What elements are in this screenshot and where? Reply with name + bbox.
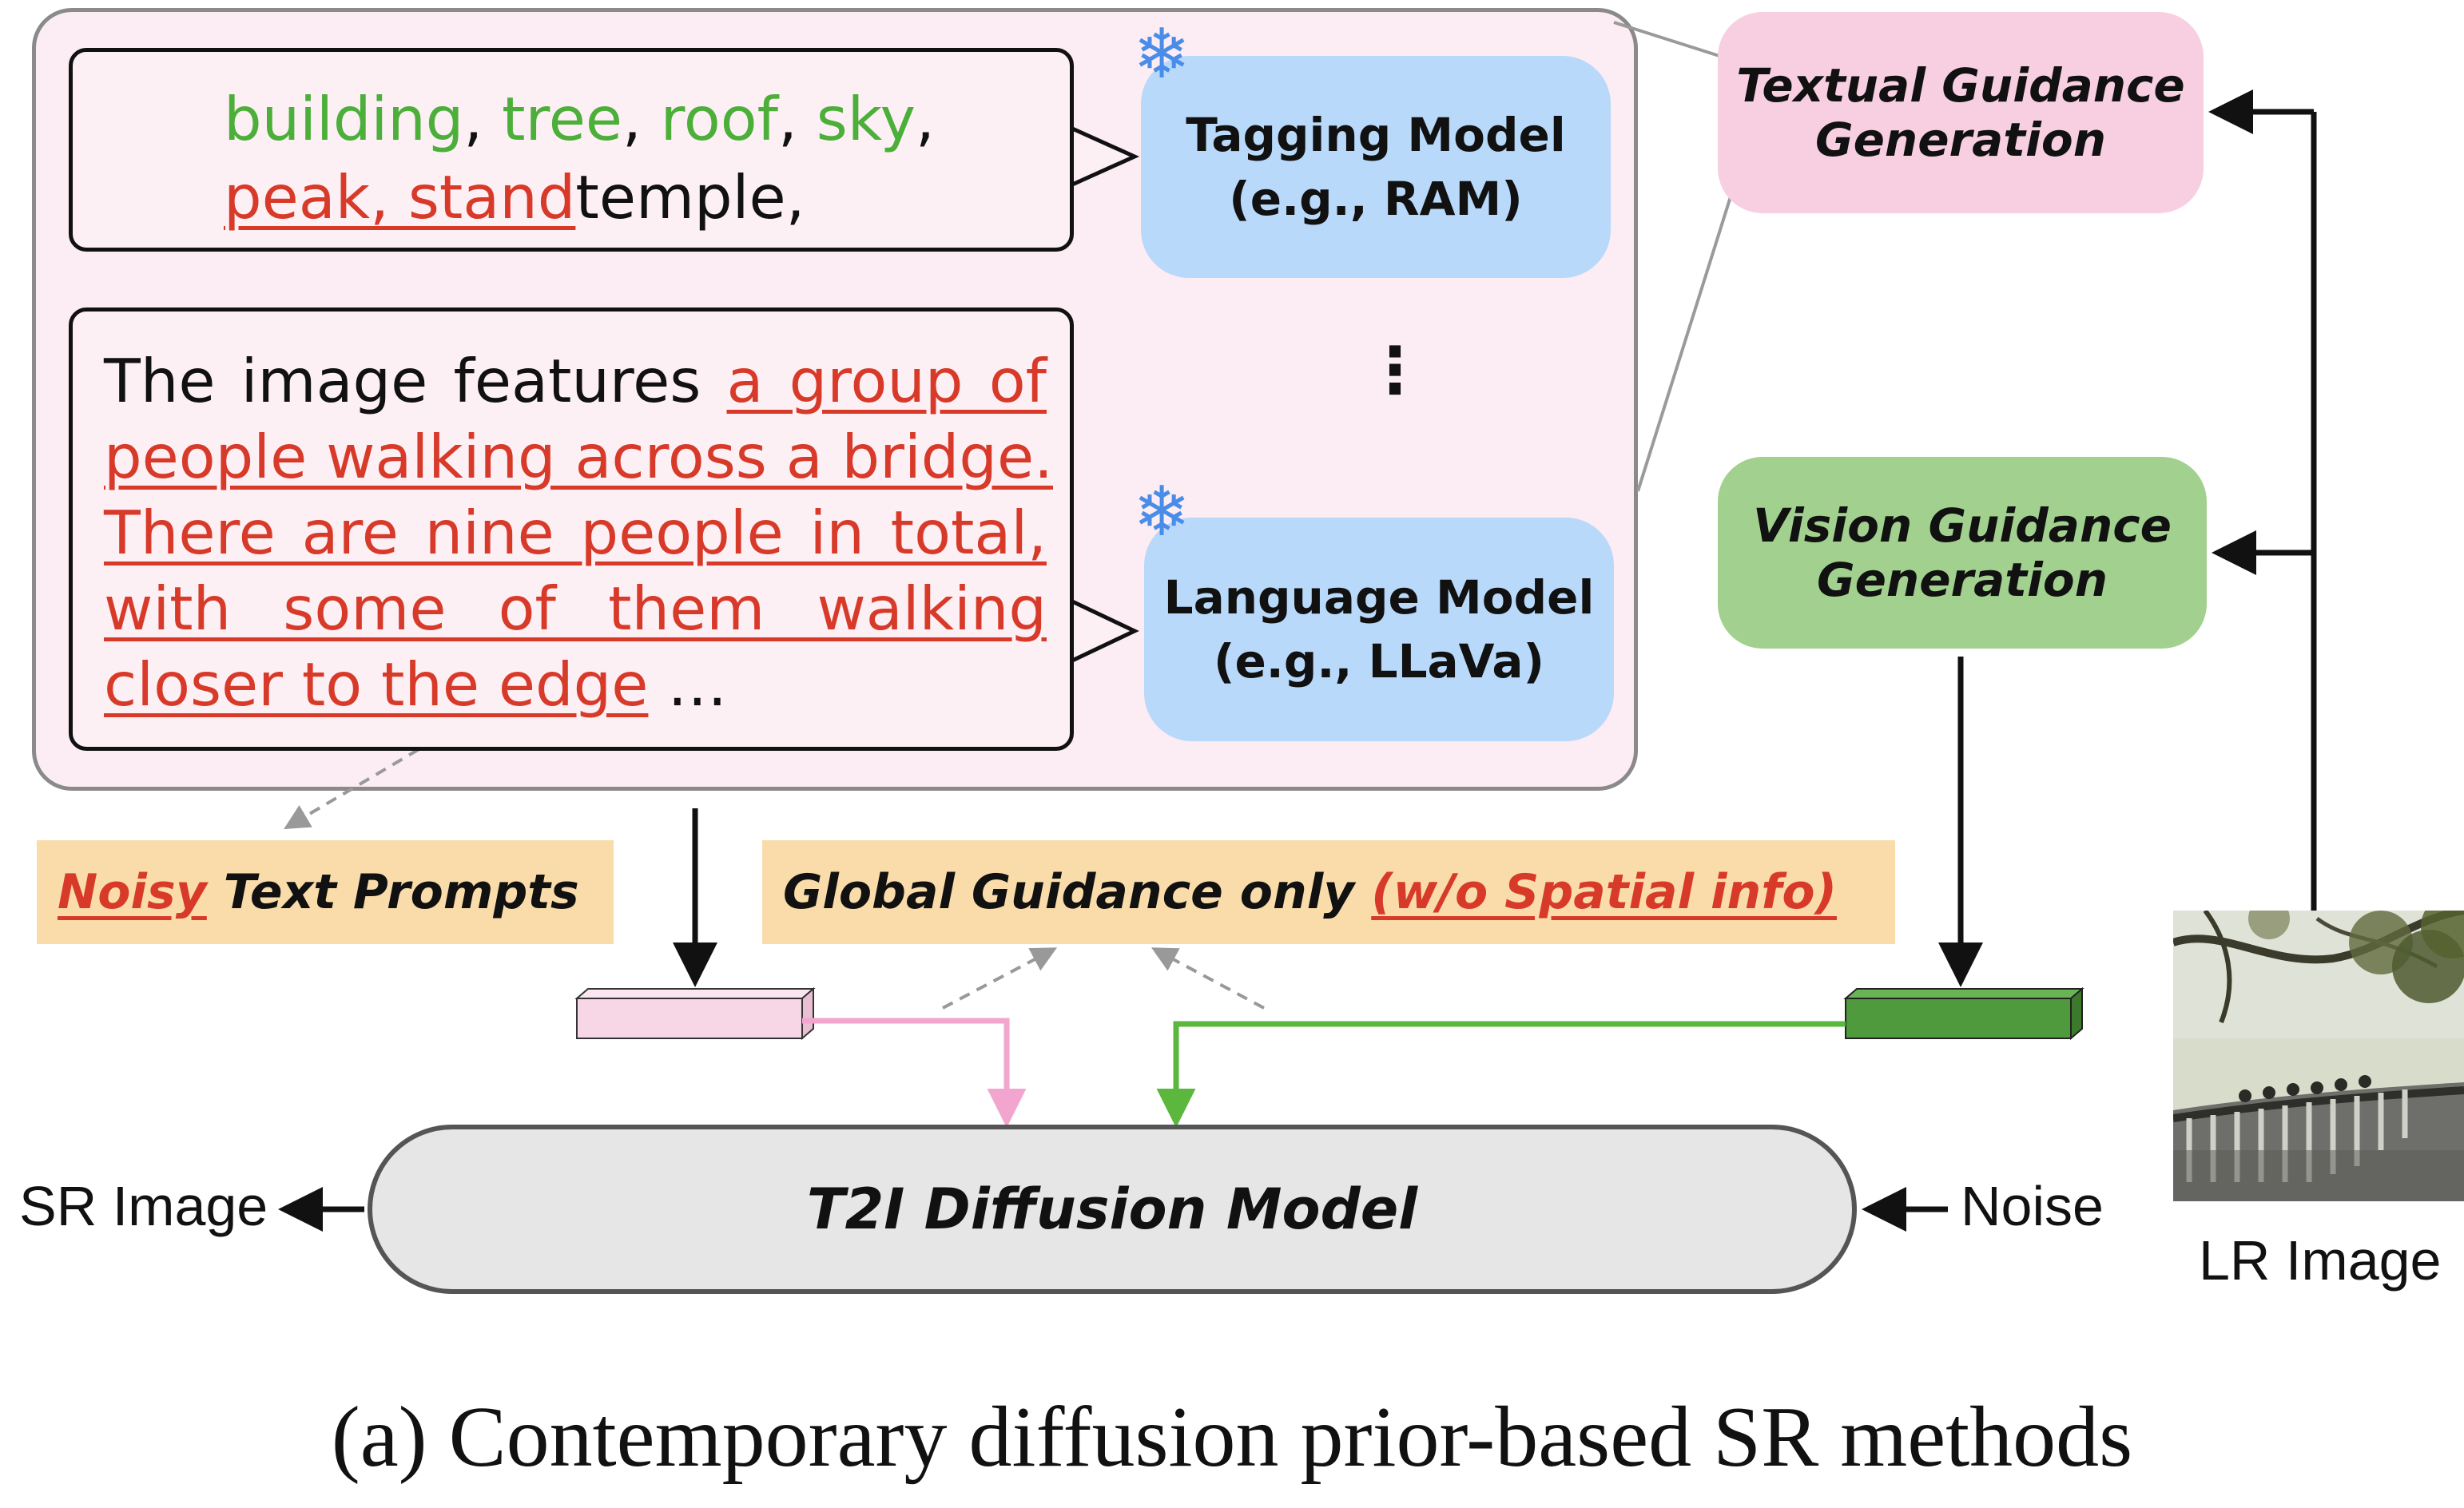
- figure-caption: (a) Contemporary diffusion prior-based S…: [331, 1390, 2133, 1485]
- tag-green-3: roof: [660, 84, 779, 154]
- caption-red-3: There are nine people in total,: [104, 498, 1047, 568]
- vision-guidance-line2: Generation: [1816, 553, 2108, 607]
- caption-ellipsis: …: [648, 649, 728, 720]
- tag-green-4: sky: [816, 84, 916, 154]
- global-red: (w/o Spatial info): [1371, 864, 1838, 920]
- caption-bubble-pointer: [1069, 598, 1139, 664]
- zoom-line-bottom: [1636, 191, 1734, 492]
- lr-image-art: [2173, 911, 2464, 1201]
- snowflake-icon: ❄: [1133, 14, 1191, 94]
- tag-red: peak, stand: [224, 162, 576, 232]
- llm-caption-text: The image features a group of people wal…: [104, 343, 1053, 723]
- caption-bubble: [69, 308, 1074, 751]
- tag-black: temple,: [575, 162, 805, 232]
- zoom-line-top: [1613, 21, 1720, 58]
- tagging-model-box: Tagging Model (e.g., RAM): [1141, 56, 1611, 278]
- sr-image-label: SR Image: [19, 1175, 268, 1237]
- vision-guidance-box: Vision Guidance Generation: [1718, 457, 2207, 649]
- tags-text: building, tree, roof, sky, peak, standte…: [224, 84, 935, 232]
- diffusion-model-box: T2I Diffusion Model: [368, 1125, 1857, 1294]
- vision-guidance-line1: Vision Guidance: [1753, 498, 2172, 553]
- caption-plain: The image features: [104, 346, 727, 416]
- global-annotation-arrow-left: [942, 947, 1058, 1010]
- tags-bubble-pointer: [1069, 125, 1140, 188]
- language-model-example: (e.g., LLaVa): [1213, 634, 1545, 689]
- language-model-box: Language Model (e.g., LLaVa): [1144, 518, 1614, 741]
- lr-image-thumbnail: [2173, 911, 2464, 1201]
- noisy-word: Noisy: [58, 864, 207, 920]
- global-main: Global Guidance only: [783, 864, 1372, 920]
- global-annotation-arrow-right: [1151, 947, 1265, 1010]
- caption-red-5: closer to the edge: [104, 649, 649, 720]
- tagging-model-name: Tagging Model: [1186, 108, 1566, 162]
- tag-green-1: building: [224, 84, 464, 154]
- vision-embedding-arrow: [1156, 1021, 1846, 1128]
- caption-red-1: a group of: [726, 346, 1047, 416]
- diffusion-model-label: T2I Diffusion Model: [806, 1177, 1418, 1242]
- noisy-rest: Text Prompts: [206, 864, 579, 920]
- noise-label: Noise: [1961, 1175, 2104, 1237]
- textual-guidance-box: Textual Guidance Generation: [1718, 12, 2204, 213]
- text-embedding-arrow: [802, 1018, 1027, 1128]
- vision-embedding-bar: [1843, 986, 2084, 1041]
- tags-bubble: [69, 48, 1074, 252]
- caption-red-4: with some of them walking: [104, 573, 1047, 644]
- text-embedding-bar: [574, 986, 816, 1041]
- tag-green-2: tree: [502, 84, 622, 154]
- global-guidance-label: Global Guidance only (w/o Spatial info): [762, 840, 1895, 944]
- noisy-prompts-label: Noisy Text Prompts: [37, 840, 614, 944]
- tagging-model-example: (e.g., RAM): [1229, 172, 1523, 226]
- textual-guidance-line2: Generation: [1814, 113, 2107, 167]
- more-models-indicator: ⋮: [1363, 339, 1427, 403]
- snowflake-icon: ❄: [1133, 472, 1191, 552]
- textual-guidance-line1: Textual Guidance: [1736, 58, 2185, 113]
- lr-image-label: LR Image: [2199, 1229, 2442, 1292]
- language-model-name: Language Model: [1163, 570, 1595, 625]
- caption-red-2: people walking across a bridge.: [104, 422, 1053, 492]
